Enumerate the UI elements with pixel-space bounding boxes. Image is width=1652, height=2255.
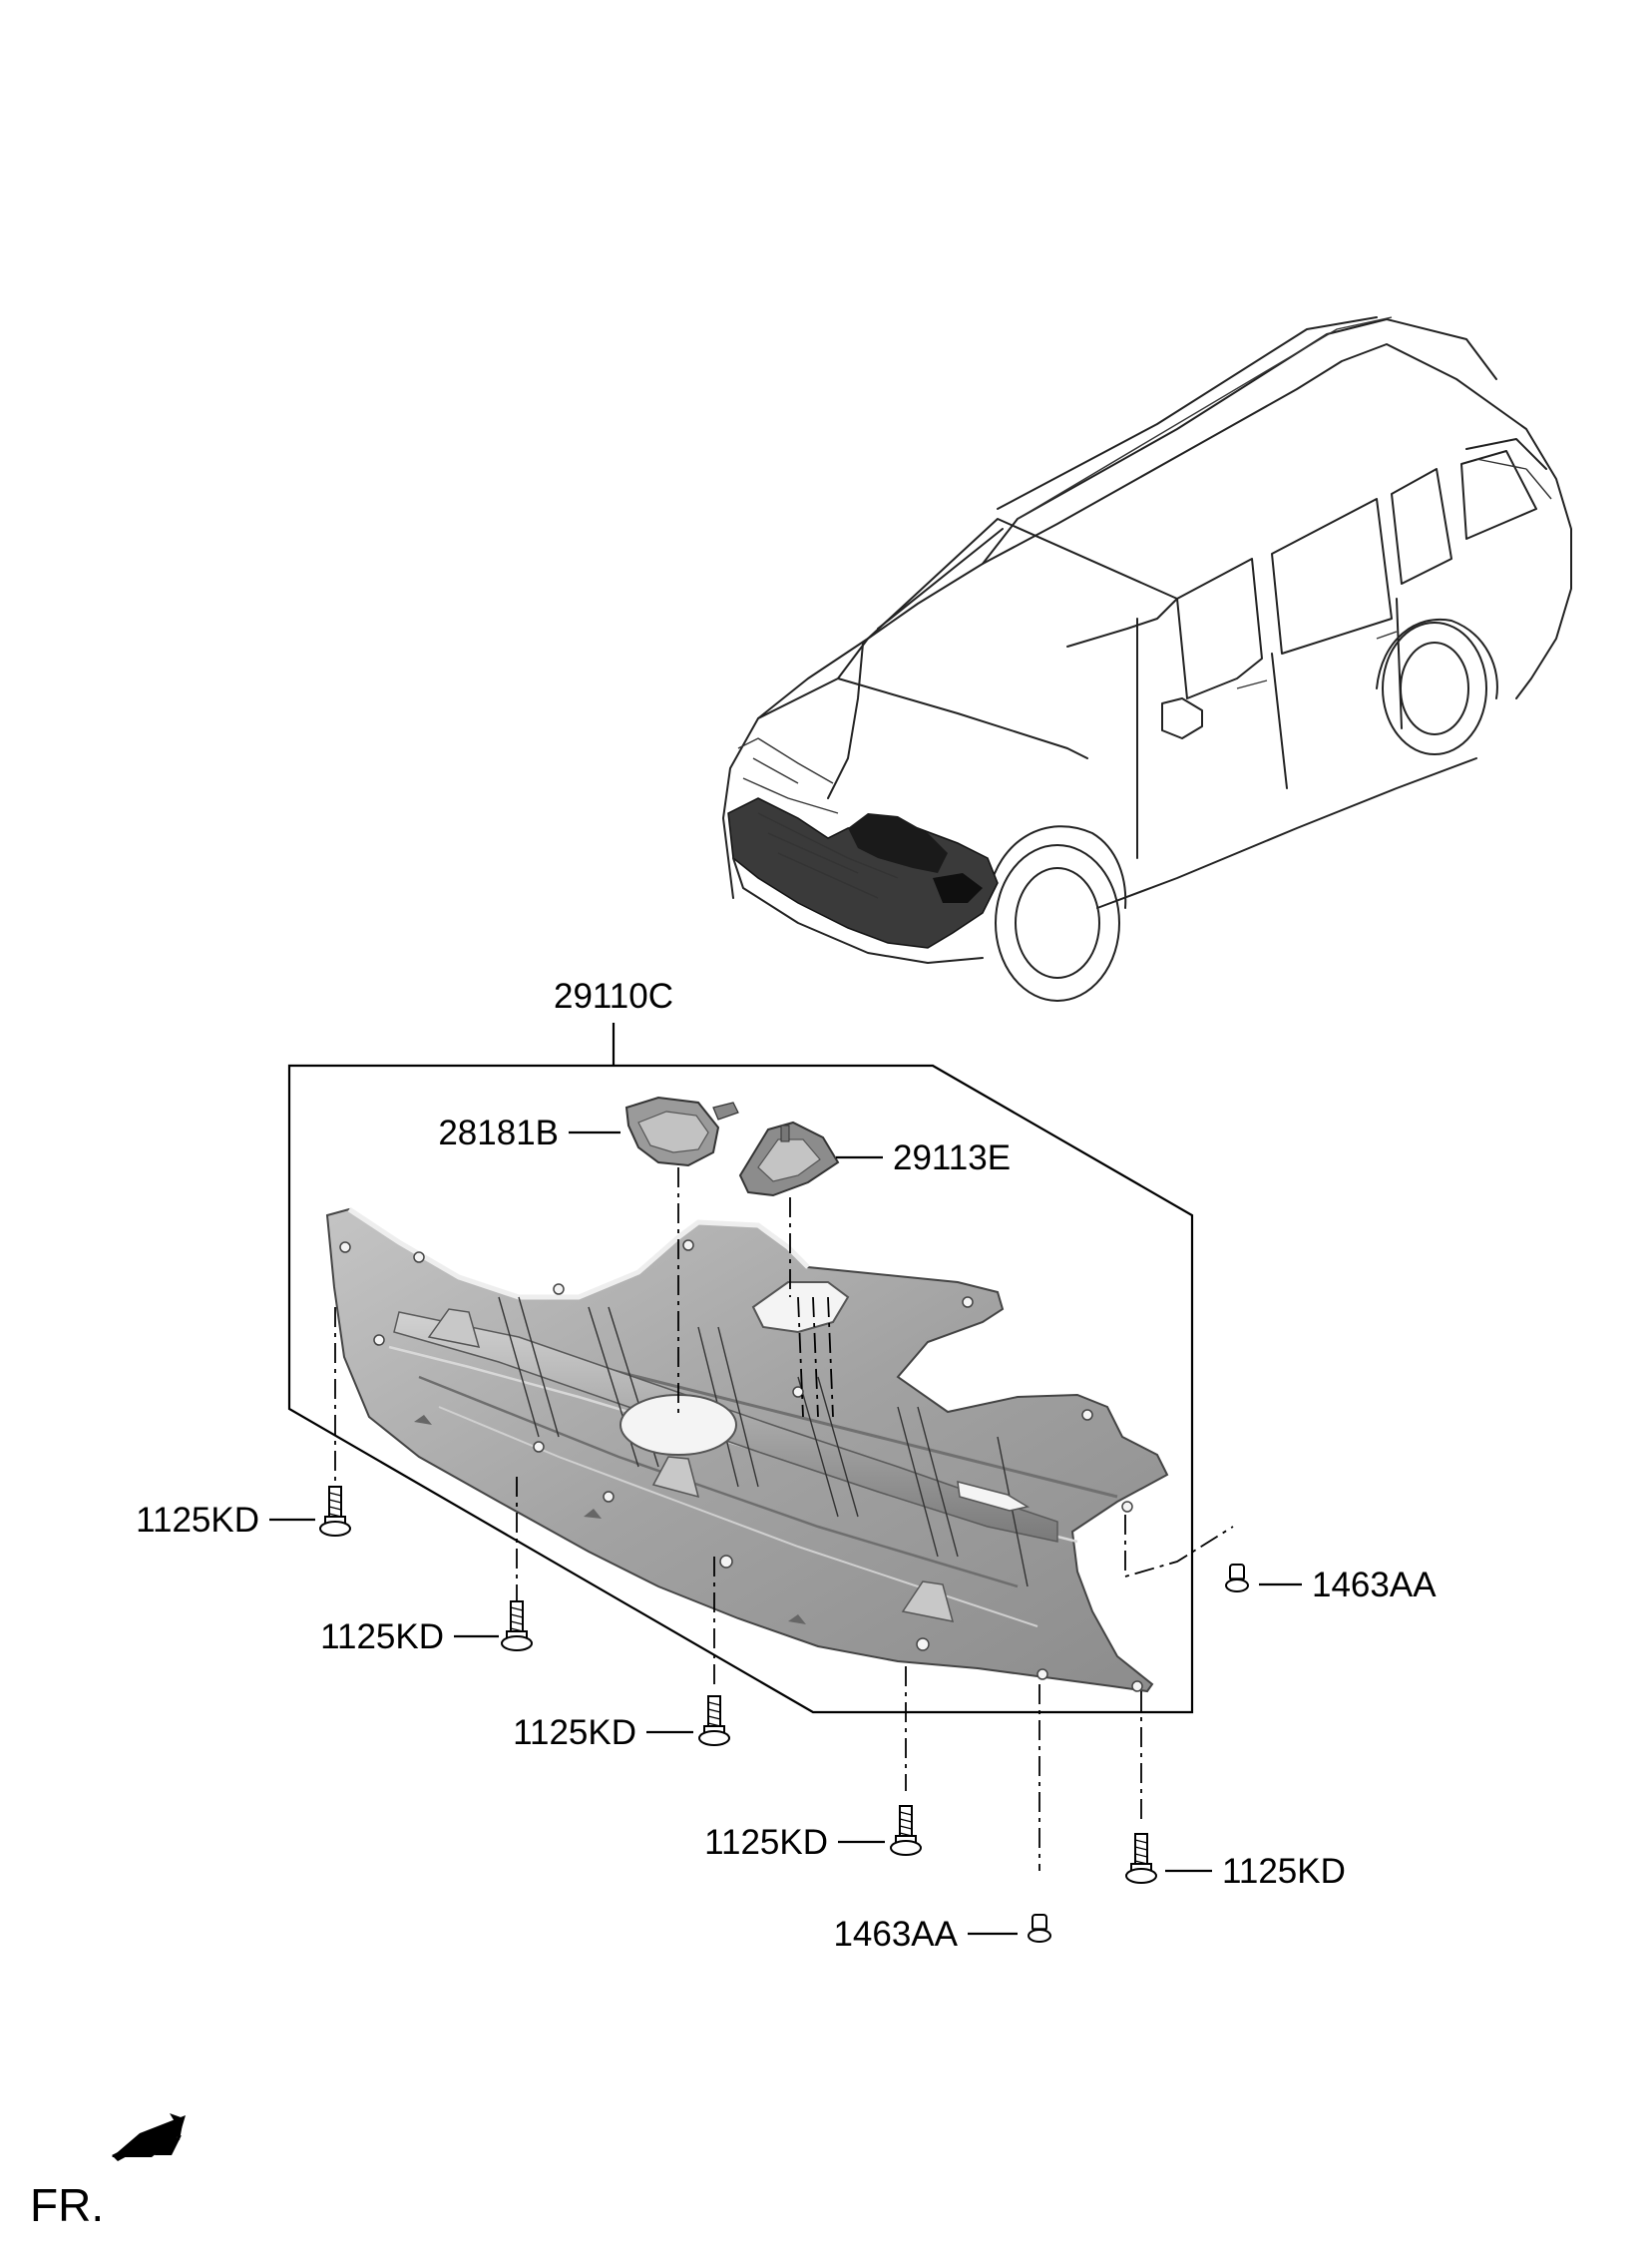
bolt-icon bbox=[890, 1805, 922, 1856]
clip-icon bbox=[1225, 1564, 1249, 1592]
clip-icon bbox=[1028, 1914, 1051, 1943]
label-1125KD-3: 1125KD bbox=[513, 1713, 636, 1752]
label-1125KD-1: 1125KD bbox=[136, 1501, 259, 1540]
bolt-icon bbox=[319, 1486, 351, 1537]
label-1463AA-2: 1463AA bbox=[1312, 1566, 1437, 1604]
front-direction-indicator: FR. bbox=[30, 2113, 186, 2231]
under-cover-panel bbox=[325, 1206, 1169, 1693]
label-1125KD-2: 1125KD bbox=[320, 1617, 444, 1656]
assembly-bracket bbox=[287, 1023, 1194, 1714]
bolt-icon bbox=[501, 1600, 533, 1651]
vehicle-illustration bbox=[722, 316, 1572, 1002]
label-1125KD-4: 1125KD bbox=[704, 1823, 828, 1862]
bolt-icon bbox=[1125, 1833, 1157, 1884]
fr-label: FR. bbox=[30, 2179, 104, 2231]
cover-29113E bbox=[738, 1121, 840, 1197]
label-1463AA-1: 1463AA bbox=[833, 1915, 958, 1954]
label-29113E: 29113E bbox=[893, 1138, 1011, 1177]
cover-28181B bbox=[624, 1096, 739, 1167]
bolt-icon bbox=[698, 1695, 730, 1746]
label-1125KD-5: 1125KD bbox=[1222, 1852, 1346, 1891]
label-28181B: 28181B bbox=[438, 1114, 559, 1152]
leader-lines bbox=[269, 1130, 1302, 1936]
label-29110C: 29110C bbox=[554, 977, 673, 1016]
